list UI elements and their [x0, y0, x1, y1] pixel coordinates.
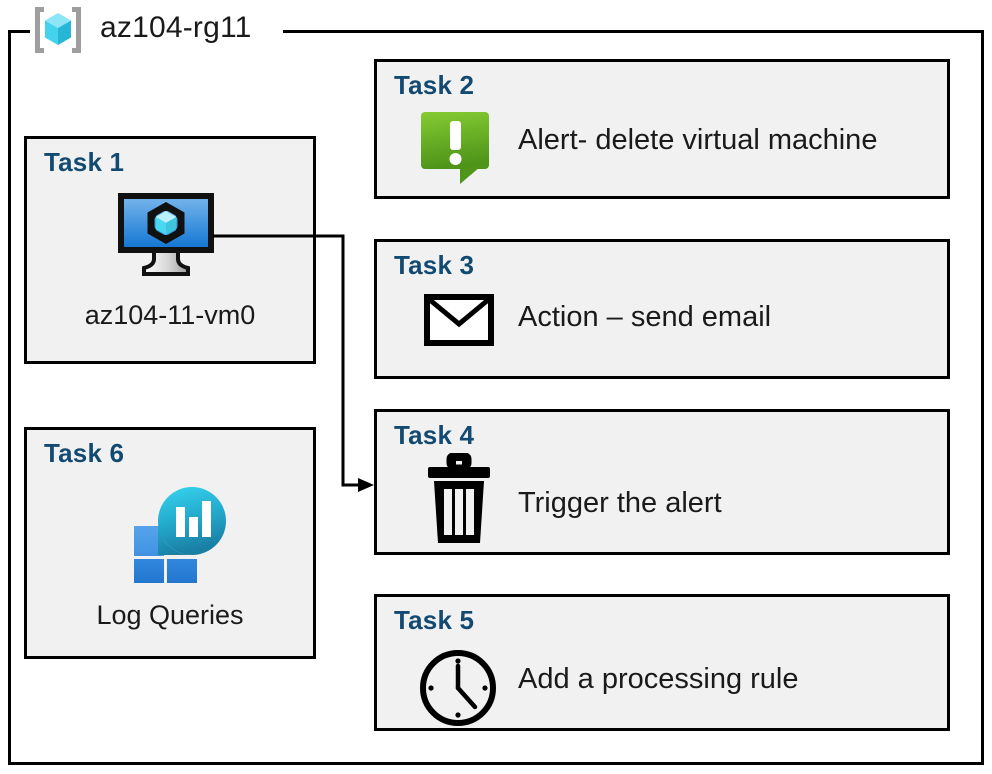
task-label: Trigger the alert [518, 487, 722, 519]
resource-group-border-top-right [283, 30, 984, 33]
resource-group-container [8, 30, 984, 765]
virtual-machine-icon [118, 193, 214, 279]
task-label: Log Queries [96, 600, 244, 630]
task-title: Task 6 [44, 438, 125, 468]
task-title: Task 2 [394, 70, 475, 100]
task-title: Task 4 [394, 420, 475, 450]
task-title: Task 3 [394, 250, 475, 280]
task-label: az104-11-vm0 [84, 300, 256, 330]
task-label: Add a processing rule [518, 663, 799, 695]
log-analytics-icon [124, 479, 230, 583]
task-label: Action – send email [518, 301, 772, 333]
alert-exclamation-icon [420, 110, 496, 186]
task-card-task3[interactable]: Task 3 [374, 239, 950, 379]
azure-resource-group-icon [30, 3, 86, 57]
clock-icon [418, 648, 498, 728]
task-label: Alert- delete virtual machine [518, 124, 878, 156]
resource-group-title: az104-rg11 [100, 11, 252, 44]
task-title: Task 5 [394, 605, 475, 635]
task-card-task5[interactable]: Task 5 [374, 594, 950, 731]
resource-group-border-top-left [8, 30, 30, 33]
task-title: Task 1 [44, 147, 125, 177]
envelope-icon [424, 294, 494, 346]
trash-can-icon [427, 452, 491, 545]
